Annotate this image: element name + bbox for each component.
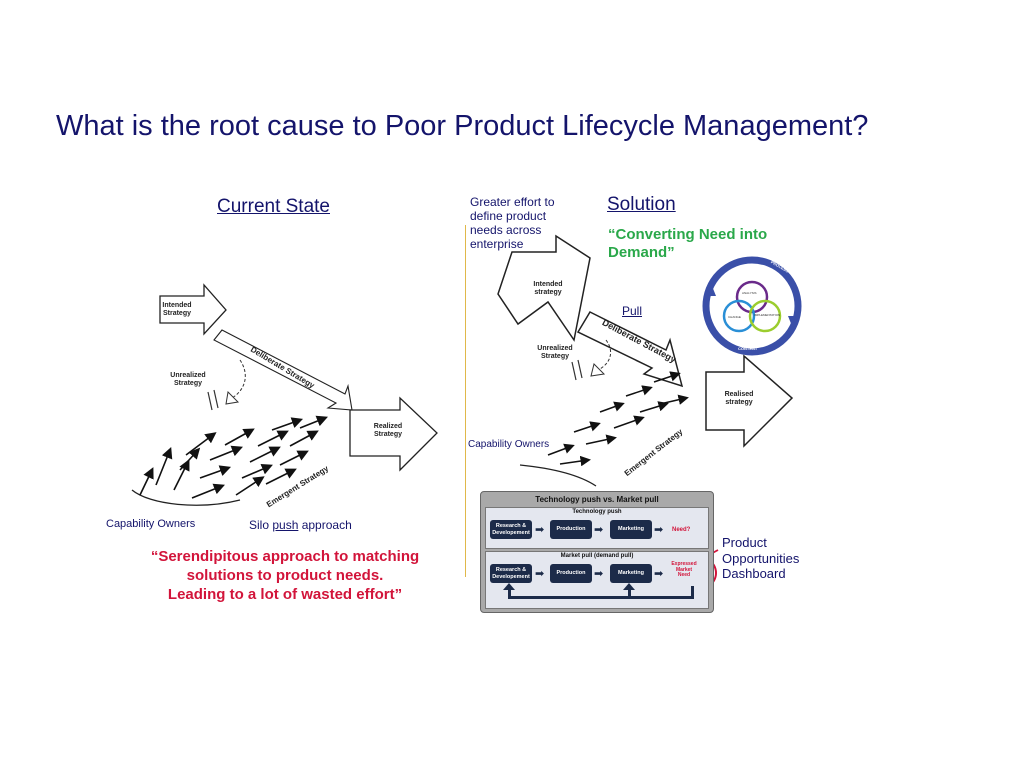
realized-strategy-arrow	[349, 396, 438, 472]
market-arrow-3: ➡	[654, 568, 664, 580]
greater-effort-label: Greater effort to define product needs a…	[470, 195, 555, 252]
market-arrow-2: ➡	[594, 568, 604, 580]
realized-strategy-label: Realized Strategy	[373, 423, 403, 439]
tech-marketing-box: Marketing	[610, 520, 652, 539]
solution-heading: Solution	[607, 194, 676, 215]
unrealized-curl	[231, 359, 246, 399]
capability-owners-right: Capability Owners	[468, 439, 550, 450]
deliberate-strategy-arrow	[213, 329, 353, 411]
market-pull-title: Market pull (demand pull)	[560, 553, 634, 559]
push-pull-panel: Technology push vs. Market pull Technolo…	[480, 491, 714, 613]
feedback-arrowhead-middle	[623, 583, 635, 590]
process-cycle-graphic	[702, 256, 802, 356]
emergent-arrows-left	[139, 415, 328, 499]
tech-push-section: Technology push Research & Developement …	[485, 507, 709, 549]
market-production-box: Production	[550, 564, 592, 583]
current-state-heading: Current State	[217, 196, 330, 217]
market-arrow-1: ➡	[535, 568, 545, 580]
cycle-outer-content: CONTENT	[738, 346, 758, 351]
feedback-up-left	[508, 588, 511, 598]
solution-realised-label: Realised strategy	[724, 391, 754, 407]
tech-arrow-1: ➡	[535, 524, 545, 536]
serendipitous-quote: “Serendipitous approach to matching solu…	[150, 548, 420, 603]
tech-arrow-2: ➡	[594, 524, 604, 536]
pull-label: Pull	[622, 304, 643, 318]
capability-owners-left: Capability Owners	[106, 518, 196, 530]
dashboard-label: Product Opportunities Dashboard	[722, 535, 800, 582]
divider-line	[465, 225, 466, 577]
emergent-arrows-right	[547, 371, 689, 467]
market-marketing-box: Marketing	[610, 564, 652, 583]
cycle-implementation: IMPLEMENTATION	[754, 313, 781, 317]
feedback-up-middle	[628, 588, 631, 598]
intended-strategy-label: Intended Strategy	[162, 302, 192, 318]
cycle-analysis: ANALYSIS	[742, 291, 757, 295]
solution-intended-arrow	[497, 234, 591, 342]
tech-arrow-3: ➡	[654, 524, 664, 536]
slide-title: What is the root cause to Poor Product L…	[56, 110, 869, 142]
tech-push-title: Technology push	[572, 509, 622, 515]
push-pull-title: Technology push vs. Market pull	[535, 495, 659, 504]
feedback-arrowhead-left	[503, 583, 515, 590]
tech-rd-box: Research & Developement	[490, 520, 532, 539]
solution-intended-label: Intended strategy	[533, 281, 563, 297]
unrealized-strategy-label: Unrealized Strategy	[170, 372, 206, 388]
feedback-up-right	[691, 586, 694, 599]
solution-deliberate-arrow	[576, 311, 684, 388]
tech-production-box: Production	[550, 520, 592, 539]
intended-strategy-arrow	[159, 283, 227, 336]
market-need-label: Expressed Market Need	[671, 561, 697, 578]
silo-push-label: Silo push approach	[249, 518, 352, 532]
market-rd-box: Research & Developement	[490, 564, 532, 583]
feedback-loop-line	[508, 596, 694, 599]
cycle-change: CHANGE	[728, 315, 741, 319]
solution-realised-arrow	[705, 354, 794, 448]
market-pull-section: Market pull (demand pull) Research & Dev…	[485, 551, 709, 609]
tech-need-label: Need?	[672, 527, 691, 533]
converting-need-quote: “Converting Need into Demand”	[608, 226, 768, 261]
solution-unrealized-label: Unrealized Strategy	[537, 345, 573, 361]
